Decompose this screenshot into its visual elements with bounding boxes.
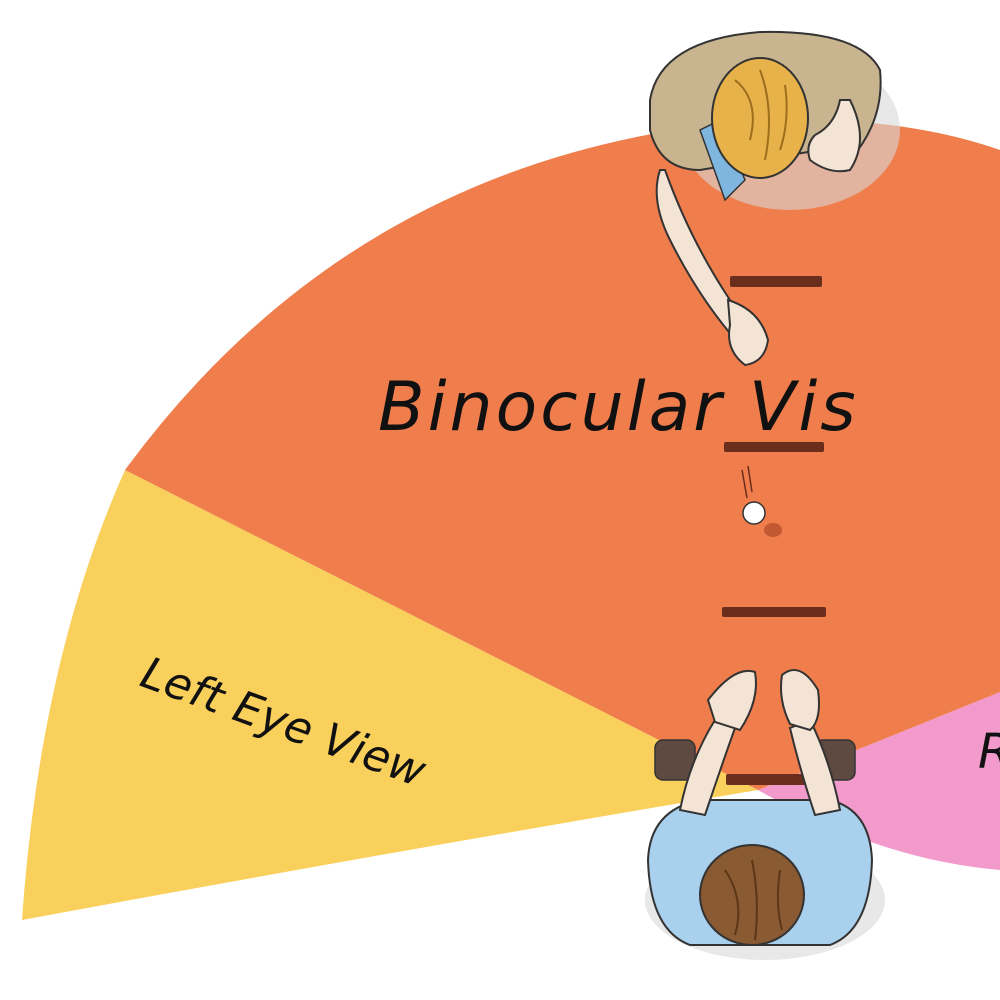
left-eye-zone bbox=[22, 470, 758, 920]
table-lines bbox=[722, 276, 826, 785]
person-top-view-facing-down bbox=[649, 30, 900, 367]
person-top-view-facing-up bbox=[645, 669, 885, 960]
binocular-zone bbox=[125, 119, 1000, 790]
table-line bbox=[730, 276, 822, 287]
right-eye-view-label-partial: R bbox=[978, 724, 1000, 780]
table-line bbox=[724, 442, 824, 452]
binocular-vision-label: Binocular Vis bbox=[378, 368, 859, 447]
ping-pong-ball bbox=[741, 465, 782, 537]
right-eye-zone bbox=[758, 692, 1000, 870]
table-line bbox=[726, 774, 816, 785]
table-line bbox=[722, 607, 826, 617]
